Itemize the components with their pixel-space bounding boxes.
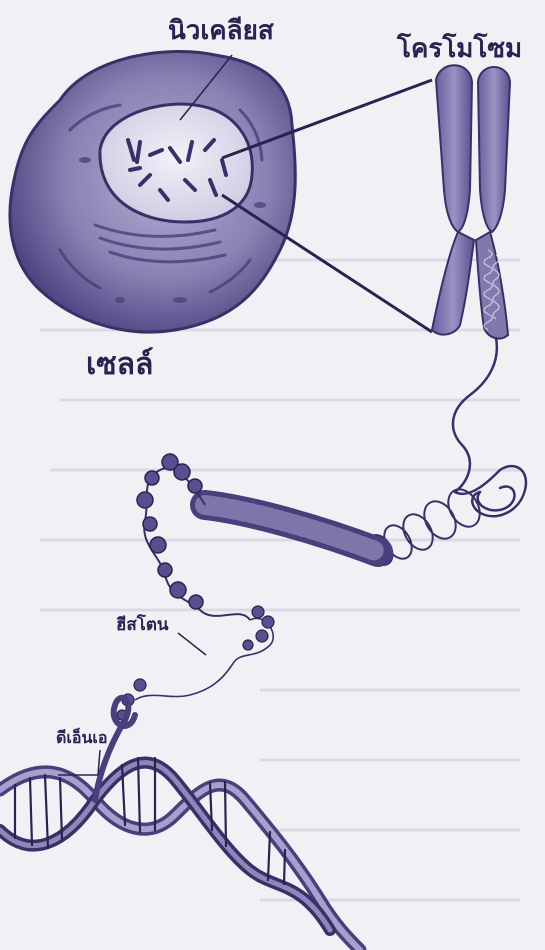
nucleus bbox=[100, 104, 252, 222]
solenoid-fiber bbox=[205, 505, 378, 552]
dna-label: ดีเอ็นเอ bbox=[56, 730, 107, 746]
histone-pointer bbox=[178, 633, 206, 655]
histone-label: ฮีสโตน bbox=[116, 617, 169, 634]
nucleus-label: นิวเคลียส bbox=[168, 18, 274, 44]
dna-helix bbox=[0, 698, 360, 950]
cell-label: เซลล์ bbox=[86, 350, 153, 380]
chromosome-label: โครโมโซม bbox=[397, 36, 522, 62]
chromosome bbox=[432, 65, 510, 338]
